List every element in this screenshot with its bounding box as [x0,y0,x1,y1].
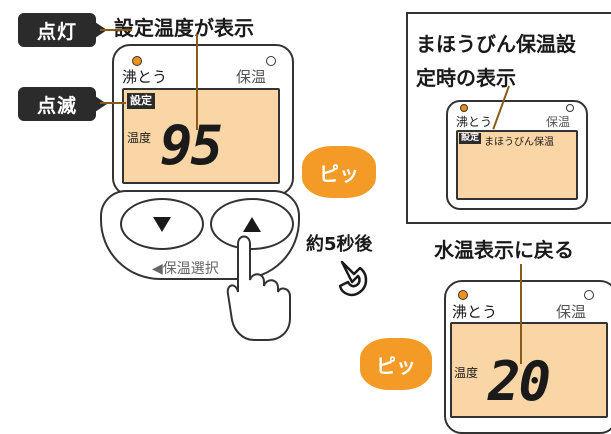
timer-keep-label: 保温 [546,115,571,129]
timer-setting-badge: 設定 [459,133,482,144]
return-beep-bubble: ピッ [360,338,432,390]
triangle-down-icon [153,216,171,232]
timer-mode-name: まほうびん保温 [484,137,554,148]
return-keep-label: 保温 [556,303,587,321]
water-temperature-value: 20 [488,350,551,413]
boil-label: 沸とう [122,68,168,86]
beep-text: ピッ [319,161,359,186]
return-keep-lamp [584,290,594,300]
main-heading: 設定温度が表示 [114,16,254,40]
boil-lamp [132,56,142,66]
leader-line-return [520,264,522,364]
return-boil-lamp [458,290,468,300]
return-lcd [450,322,608,418]
leader-line-main [196,34,198,130]
return-heading: 水温表示に戻る [434,238,574,262]
blink-callout-label: 点滅 [36,94,77,117]
timer-boil-label: 沸とう [456,115,493,129]
down-button[interactable] [120,198,204,250]
lit-callout: 点灯 [18,13,107,47]
lit-callout-label: 点灯 [36,20,77,43]
return-arrow-icon [338,260,368,297]
timer-heading-line1: まほうびん保温設 [416,32,576,56]
beep-bubble: ピッ [302,146,376,198]
timer-boil-lamp [460,104,468,112]
keep-select-label: ◀保温選択 [152,261,219,277]
leader-line-lit [100,29,132,31]
timer-heading-line2: 定時の表示 [416,66,516,90]
wait-label: 約5秒後 [306,234,373,255]
blink-callout: 点滅 [18,87,107,121]
timer-keep-lamp [566,104,574,112]
triangle-up-icon [243,216,261,232]
setting-badge: 設定 [127,93,155,109]
return-temp-label: 温度 [454,366,479,380]
pressing-hand-icon [226,235,291,341]
up-button[interactable] [210,198,294,250]
return-beep-text: ピッ [376,353,416,378]
keep-lamp [266,56,276,66]
temp-label: 温度 [127,131,152,145]
keep-label: 保温 [236,68,267,86]
set-temperature-value: 95 [160,114,223,177]
leader-line-blink [100,102,126,104]
return-boil-label: 沸とう [452,303,498,321]
